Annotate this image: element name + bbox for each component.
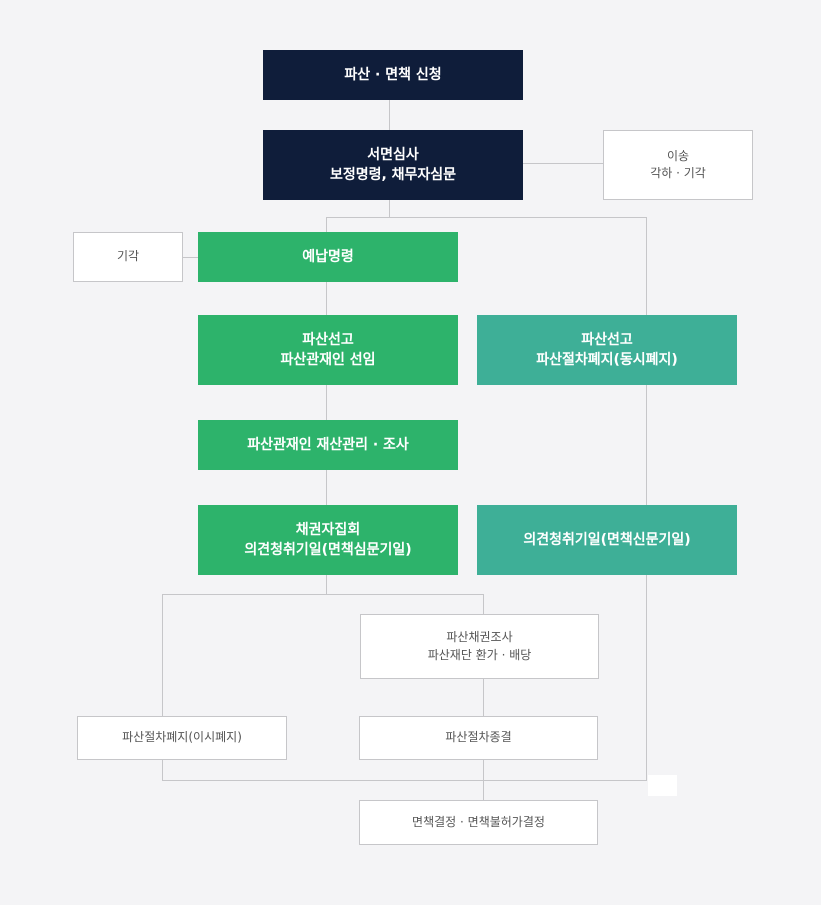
node-claims-investigation-line2: 파산재단 환가 · 배당 — [427, 647, 532, 662]
node-apply-line1: 파산 · 면책 신청 — [344, 66, 442, 83]
node-declare-abolish-line1: 파산선고 — [581, 331, 633, 348]
node-transfer-line1: 이송 — [666, 148, 690, 163]
node-termination: 파산절차종결 — [359, 716, 598, 760]
node-trustee-manage-line1: 파산관재인 재산관리 · 조사 — [247, 436, 409, 453]
node-trustee-manage: 파산관재인 재산관리 · 조사 — [198, 420, 458, 470]
node-dismiss-line1: 기각 — [116, 249, 140, 264]
connector-opinion-merge — [162, 575, 647, 781]
node-claims-investigation-line1: 파산채권조사 — [446, 630, 513, 645]
node-prepay-order-line1: 예납명령 — [302, 248, 354, 265]
node-review-line2: 보정명령, 채무자심문 — [329, 167, 457, 183]
node-transfer-line2: 각하 · 기각 — [650, 166, 706, 180]
node-declare-abolish-line2: 파산절차폐지(동시폐지) — [536, 352, 678, 368]
node-prepay-order: 예납명령 — [198, 232, 458, 282]
node-creditors-meeting: 채권자집회 의견청취기일(면책심문기일) — [198, 505, 458, 575]
node-declare-trustee-line2: 파산관재인 선임 — [280, 352, 376, 368]
node-discharge-decision: 면책결정 · 면책불허가결정 — [359, 800, 598, 845]
node-creditors-meeting-line1: 채권자집회 — [295, 521, 361, 538]
node-opinion-hearing-line1: 의견청취기일(면책신문기일) — [523, 531, 691, 548]
node-discharge-decision-line1: 면책결정 · 면책불허가결정 — [412, 814, 545, 829]
node-dismiss: 기각 — [73, 232, 183, 282]
node-review-line1: 서면심사 — [367, 146, 419, 163]
node-creditors-meeting-line2: 의견청취기일(면책심문기일) — [244, 542, 412, 558]
connector-meeting-branches — [162, 594, 484, 716]
node-apply: 파산 · 면책 신청 — [263, 50, 523, 100]
background-patch — [648, 775, 677, 796]
node-termination-line1: 파산절차종결 — [445, 730, 512, 745]
node-declare-abolish: 파산선고 파산절차폐지(동시폐지) — [477, 315, 737, 385]
node-declare-trustee-line1: 파산선고 — [302, 331, 354, 348]
node-declare-trustee: 파산선고 파산관재인 선임 — [198, 315, 458, 385]
node-review: 서면심사 보정명령, 채무자심문 — [263, 130, 523, 200]
node-claims-investigation: 파산채권조사 파산재단 환가 · 배당 — [360, 614, 599, 679]
node-abolish-after-line1: 파산절차폐지(이시폐지) — [122, 730, 242, 745]
node-abolish-after: 파산절차폐지(이시폐지) — [77, 716, 287, 760]
node-transfer: 이송 각하 · 기각 — [603, 130, 753, 200]
connector-split-branches — [326, 217, 647, 315]
node-opinion-hearing: 의견청취기일(면책신문기일) — [477, 505, 737, 575]
